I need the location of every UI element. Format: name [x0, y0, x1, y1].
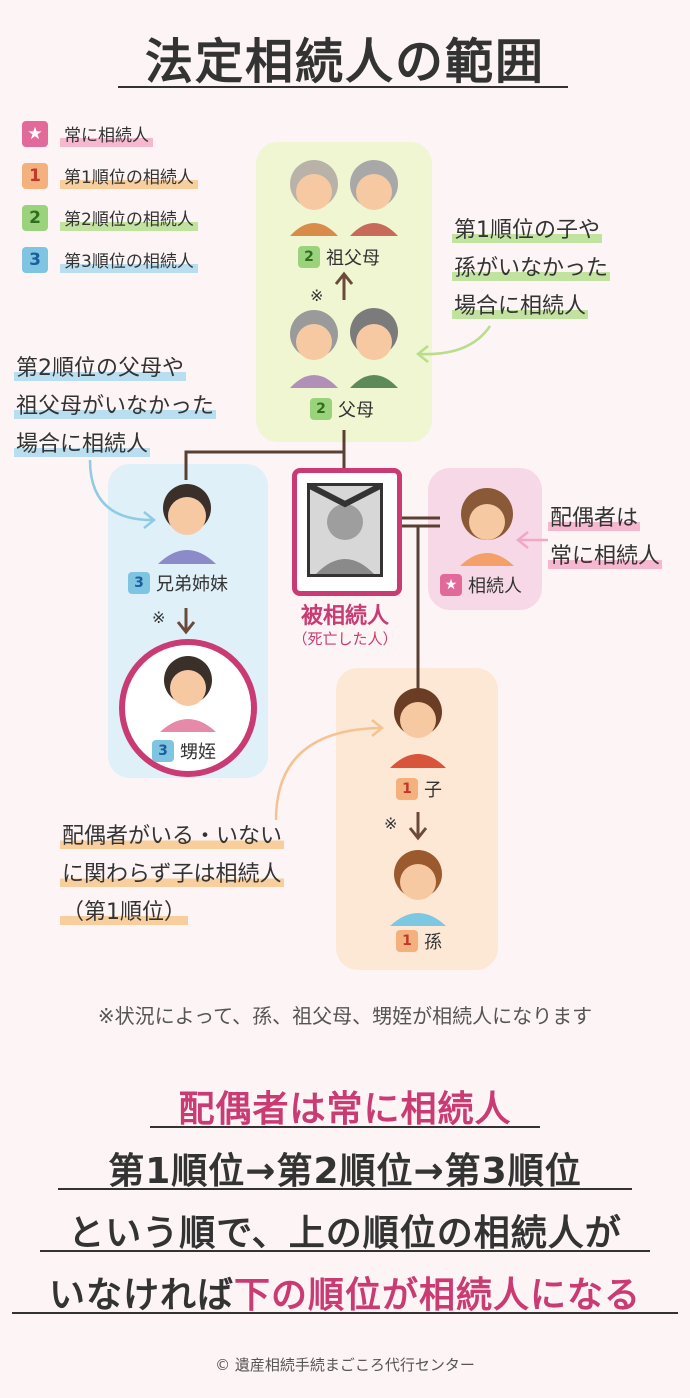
deceased-icon [308, 483, 382, 574]
rank-3-badge: 3 [128, 572, 150, 594]
note-first-order: 第1順位の子や 孫がいなかった 場合に相続人 [452, 218, 611, 319]
rank-1-badge: 1 [22, 163, 48, 189]
page-title: 法定相続人の範囲 [144, 34, 545, 90]
rank-2-badge: 2 [298, 246, 320, 268]
rank-2-badge: 2 [22, 205, 48, 231]
rank-1-badge: 1 [396, 778, 418, 800]
child-label: 1 子 [396, 776, 442, 802]
grandchild-icon [390, 850, 446, 926]
conditions-note: ※状況によって、孫、祖父母、甥姪が相続人になります [97, 1004, 593, 1028]
asterisk: ※ [310, 286, 324, 305]
underline [40, 1250, 650, 1252]
rank-2-badge: 2 [310, 398, 332, 420]
legend-item-always: ★ 常に相続人 [22, 118, 153, 150]
legend-label: 第3順位の相続人 [60, 247, 198, 273]
summary-line-2: 第1順位→第2順位→第3順位 [108, 1151, 582, 1192]
copyright: © 遺産相続手続まごころ代行センター [215, 1356, 475, 1374]
line-siblings [184, 450, 344, 480]
spouse-icon [460, 488, 514, 566]
parents-label: 2 父母 [310, 396, 374, 422]
underline [150, 1126, 540, 1128]
arrowhead [334, 271, 354, 285]
legend-label: 第2順位の相続人 [60, 205, 198, 231]
arrowhead [408, 827, 428, 841]
note-arrow [274, 726, 381, 821]
note-child: 配偶者がいる・いない に関わらず子は相続人 （第1順位） [60, 824, 285, 925]
deceased-portrait-frame [292, 468, 402, 596]
note-second-order: 第2順位の父母や 祖父母がいなかった 場合に相続人 [14, 356, 217, 457]
deceased-label: 被相続人 [300, 604, 389, 629]
grandparents-label: 2 祖父母 [298, 244, 380, 270]
portrait [307, 483, 383, 577]
legend-item-third: 3 第3順位の相続人 [22, 244, 198, 276]
legend-item-first: 1 第1順位の相続人 [22, 160, 198, 192]
rank-1-badge: 1 [396, 930, 418, 952]
grandparents-icon [290, 160, 398, 236]
note-spouse: 配偶者は 常に相続人 [548, 506, 663, 569]
child-icon [390, 688, 446, 768]
rank-3-badge: 3 [22, 247, 48, 273]
siblings-label: 3 兄弟姉妹 [128, 570, 228, 596]
star-icon: ★ [22, 121, 48, 147]
note-arrow [419, 325, 492, 356]
deceased-sublabel: （死亡した人） [292, 630, 398, 648]
underline [58, 1188, 632, 1190]
nephew-icon [160, 656, 216, 732]
sibling-icon [158, 484, 216, 564]
asterisk: ※ [152, 608, 166, 627]
legend-label: 常に相続人 [60, 121, 153, 147]
legend-label: 第1順位の相続人 [60, 163, 198, 189]
underline [12, 1312, 678, 1314]
parents-icon [290, 308, 398, 388]
arrowhead [176, 621, 196, 635]
grandchild-label: 1 孫 [396, 928, 442, 954]
legend-item-second: 2 第2順位の相続人 [22, 202, 198, 234]
title-underline [118, 86, 568, 88]
nephew-label: 3 甥姪 [152, 738, 216, 764]
spouse-label: ★ 相続人 [440, 572, 522, 598]
star-icon: ★ [440, 574, 462, 596]
summary-line-4: いなければ下の順位が相続人になる [48, 1275, 642, 1316]
asterisk: ※ [384, 814, 398, 833]
summary-line-1: 配偶者は常に相続人 [178, 1089, 512, 1130]
summary-line-3: という順で、上の順位の相続人が [68, 1213, 622, 1254]
note-arrow [88, 459, 153, 522]
rank-3-badge: 3 [152, 740, 174, 762]
